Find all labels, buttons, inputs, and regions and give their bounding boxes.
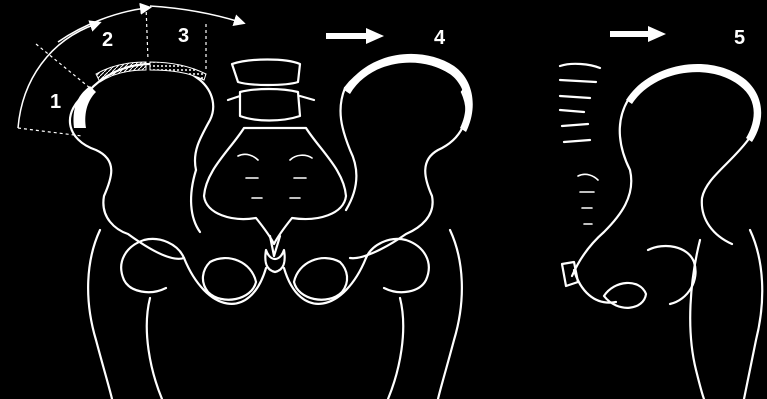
stage-5-arrow-head xyxy=(648,26,666,42)
stage-label-2: 2 xyxy=(102,29,113,51)
pubic-rami xyxy=(184,258,366,304)
half-sacroiliac-line xyxy=(572,100,631,276)
stage-5-marker: 5 xyxy=(610,26,761,142)
sacral-foramina xyxy=(238,154,312,198)
left-sacroiliac-line xyxy=(191,170,200,232)
stage-label-5: 5 xyxy=(734,27,745,49)
stage-4-marker: 4 xyxy=(326,27,473,132)
full-pelvis-drawing xyxy=(70,60,466,399)
half-spine-stack xyxy=(560,64,600,142)
right-sacroiliac-line xyxy=(341,88,357,210)
stage-5-apophysis-cap xyxy=(626,64,761,142)
left-acetabulum xyxy=(121,239,184,292)
right-acetabulum xyxy=(366,239,429,292)
arc-arrow-3 xyxy=(150,6,240,22)
half-ilium-crest xyxy=(628,67,757,244)
sector-line-2 xyxy=(146,6,148,60)
half-sacral-foramina xyxy=(578,174,598,224)
apophysis-segment-2 xyxy=(96,62,146,82)
sacrum xyxy=(204,128,346,244)
left-obturator-foramen xyxy=(203,258,256,300)
stage-label-3: 3 xyxy=(178,25,189,47)
half-acetabulum xyxy=(648,246,696,304)
half-femur-inner xyxy=(690,240,704,399)
sector-line-1 xyxy=(36,44,90,88)
half-acetabulum-lower xyxy=(574,270,616,303)
right-femur-outer xyxy=(438,230,462,399)
right-femur-inner xyxy=(388,298,403,399)
stage-4-apophysis-cap xyxy=(344,54,473,132)
vertebra-l5 xyxy=(240,89,300,121)
stage-label-1: 1 xyxy=(50,91,61,113)
left-femur-outer xyxy=(88,230,112,399)
coccyx xyxy=(270,236,280,256)
apophysis-segment-3 xyxy=(150,62,206,80)
right-obturator-foramen xyxy=(294,258,347,300)
stage-4-arrow-head xyxy=(366,28,384,44)
stage-label-4: 4 xyxy=(434,27,446,49)
apophysis-segment-1 xyxy=(74,86,96,128)
vertebra-l4 xyxy=(232,60,300,86)
half-femur-outer xyxy=(744,230,762,399)
left-iliac-crest xyxy=(88,64,213,170)
half-obturator-foramen xyxy=(604,283,646,308)
staging-overlay: 1 2 3 xyxy=(18,6,240,136)
left-ilium-outline xyxy=(70,92,184,259)
half-pelvis-drawing xyxy=(560,64,762,399)
half-coccyx xyxy=(562,262,578,286)
right-ilium-outline xyxy=(350,92,466,258)
left-femur-inner xyxy=(147,298,162,399)
